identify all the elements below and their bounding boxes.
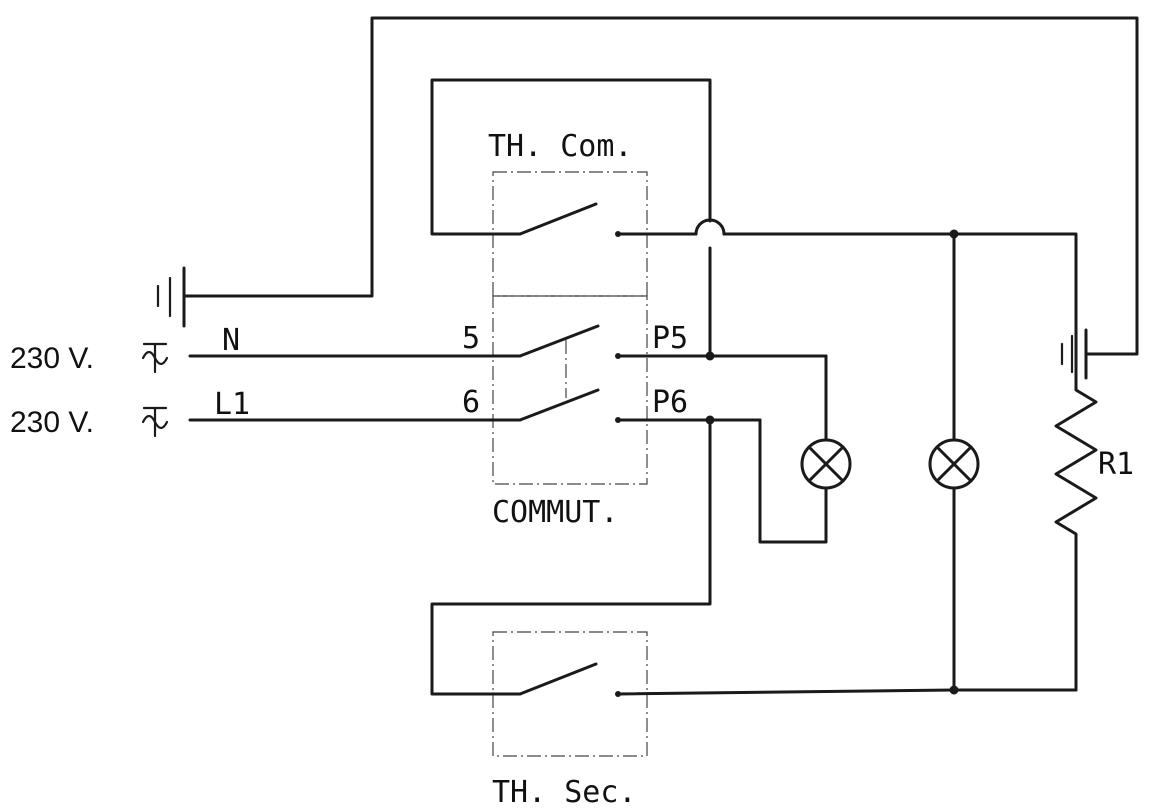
resistor-icon: [1054, 352, 1098, 692]
line-l1: [188, 388, 828, 544]
bottom-bus-wire: [616, 688, 1078, 696]
terminal-5-label: 5: [462, 321, 480, 356]
top-bus-wire: [616, 218, 1078, 356]
ac-sine-icon: [141, 342, 169, 374]
lamp-icon: [800, 438, 852, 490]
ground-icon: [156, 266, 194, 328]
terminal-p6-label: P6: [652, 385, 688, 420]
th-com-switch: [518, 202, 621, 237]
junction-p5: [705, 351, 715, 361]
ground-icon: [1060, 328, 1094, 380]
lamp-icon: [928, 232, 980, 692]
th-com-label: TH. Com.: [488, 129, 633, 164]
line-label: L1: [214, 387, 250, 422]
terminal-6-label: 6: [462, 385, 480, 420]
th-sec-loop: [430, 418, 712, 696]
neutral-label: N: [222, 323, 240, 358]
th-com-loop: [430, 78, 712, 236]
neutral-line: [188, 324, 828, 442]
ground-wire: [188, 16, 1139, 356]
commut-box: [492, 295, 648, 485]
supply-voltage-n: 230 V.: [10, 342, 94, 375]
terminal-p5-label: P5: [652, 321, 688, 356]
th-sec-label: TH. Sec.: [492, 775, 637, 810]
th-sec-switch: [518, 662, 621, 697]
commut-label: COMMUT.: [492, 495, 618, 530]
supply-voltage-l1: 230 V.: [10, 406, 94, 439]
resistor-label: R1: [1098, 447, 1134, 482]
ac-sine-icon: [141, 406, 169, 438]
